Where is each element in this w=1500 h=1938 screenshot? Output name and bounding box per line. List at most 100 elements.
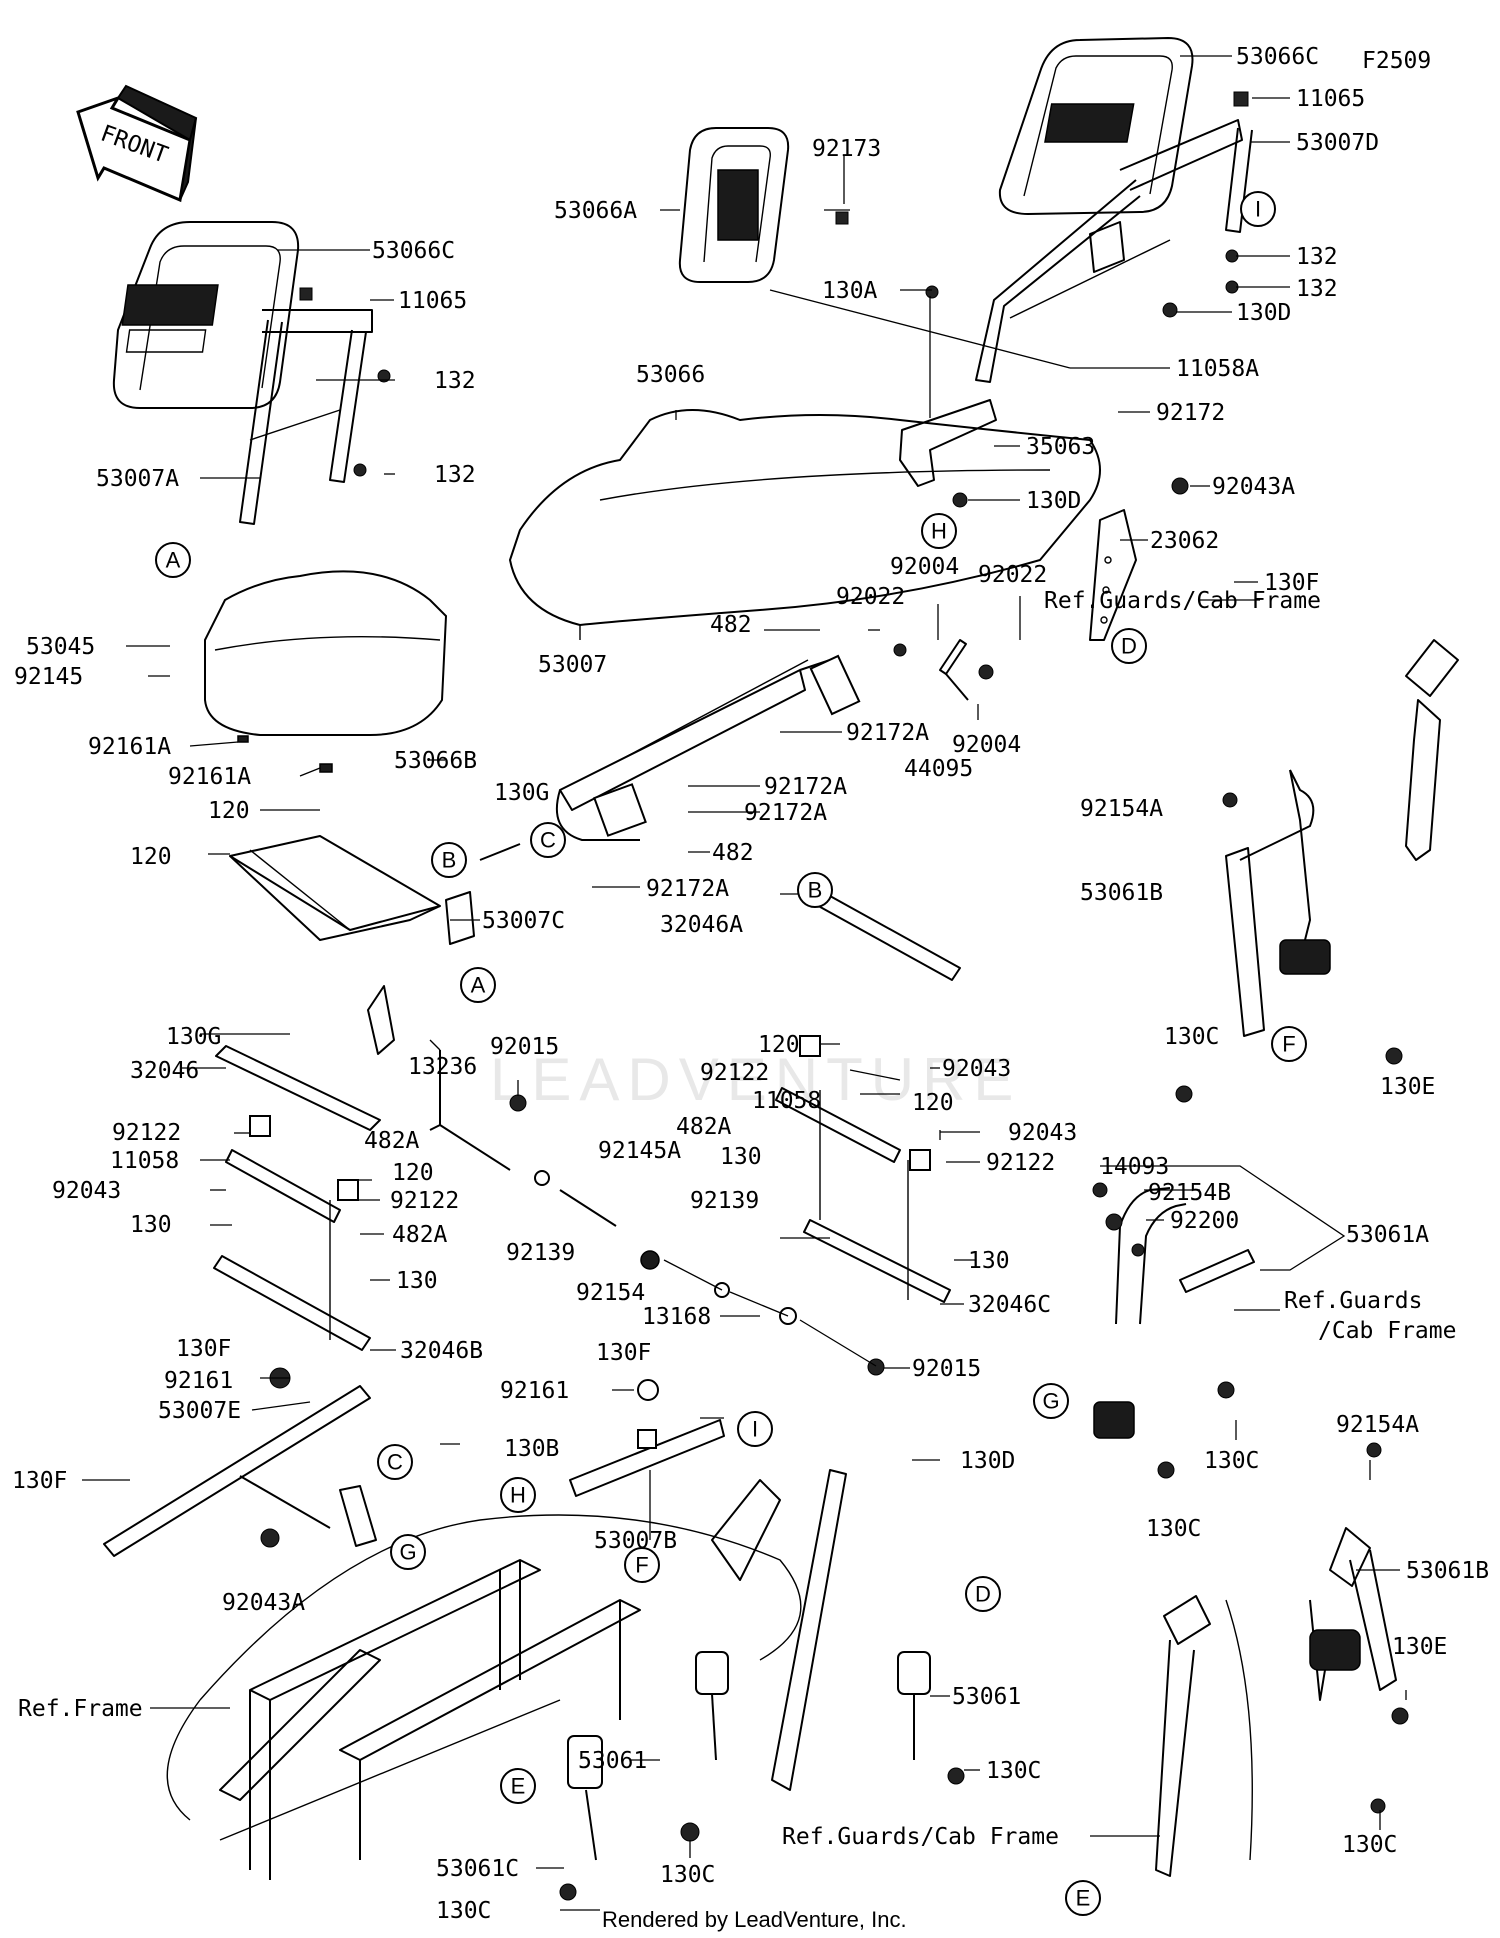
label-132-l2: 132 [434, 462, 476, 488]
label-130-c: 130 [720, 1144, 762, 1170]
svg-text:A: A [471, 973, 486, 998]
chassis-frame [166, 1469, 847, 1880]
svg-text:G: G [399, 1540, 416, 1565]
svg-text:A: A [166, 548, 181, 573]
label-11065-right: 11065 [1296, 86, 1365, 112]
label-53066B: 53066B [394, 748, 477, 774]
headrest-stay-left [239, 287, 391, 525]
rail-32046C [775, 1035, 951, 1303]
callout-circles: A A B B C C D D E E F F G G H H I I [155, 191, 1307, 1916]
label-130F-left: 130F [12, 1468, 67, 1494]
bracket-23062 [1089, 477, 1189, 641]
label-120-b: 120 [130, 844, 172, 870]
label-92172A-3: 92172A [744, 800, 827, 826]
ref-guards-cab-1: Ref.Guards/Cab Frame [1044, 588, 1321, 614]
label-13236: 13236 [408, 1054, 477, 1080]
label-13168: 13168 [642, 1304, 711, 1330]
callout-E2: E [1065, 1880, 1101, 1916]
label-32046: 32046 [130, 1058, 199, 1084]
buckle-53061-b [680, 1651, 729, 1842]
svg-text:H: H [510, 1483, 526, 1508]
headrest-left [112, 221, 300, 409]
label-92122-a: 92122 [700, 1060, 769, 1086]
label-130G-top: 130G [494, 780, 549, 806]
gas-strut [893, 639, 994, 701]
callout-D1: D [1111, 628, 1147, 664]
label-120-c: 120 [758, 1032, 800, 1058]
seatbelt-53061B-bottom [1155, 1442, 1409, 1877]
label-120-d: 120 [912, 1090, 954, 1116]
label-53007C: 53007C [482, 908, 565, 934]
label-32046A: 32046A [660, 912, 743, 938]
svg-text:E: E [1076, 1886, 1091, 1911]
headrest-middle [678, 127, 849, 283]
label-92145: 92145 [14, 664, 83, 690]
label-92172A-4: 92172A [646, 876, 729, 902]
label-130C-g2: 130C [1146, 1516, 1201, 1542]
label-92154: 92154 [576, 1280, 645, 1306]
footer-credit: Rendered by LeadVenture, Inc. [602, 1907, 907, 1932]
seatbelt-53061B-top [1175, 639, 1459, 1103]
callout-B1: B [431, 842, 467, 878]
label-23062: 23062 [1150, 528, 1219, 554]
part-labels: 53066C 11065 132 132 53007A 53066C 11065… [12, 44, 1489, 1924]
label-130A: 130A [822, 278, 878, 304]
seatbelt-53061A [1092, 1182, 1255, 1479]
label-130C-b: 130C [660, 1862, 715, 1888]
label-53061B-top: 53061B [1080, 880, 1163, 906]
label-130D-mid: 130D [960, 1448, 1015, 1474]
label-482A-l1: 482A [364, 1128, 420, 1154]
label-53061-b: 53061 [578, 1748, 647, 1774]
label-11058-l: 11058 [110, 1148, 179, 1174]
callout-G2: G [390, 1534, 426, 1570]
label-130C-m: 130C [986, 1758, 1041, 1784]
label-92161-r: 92161 [500, 1378, 569, 1404]
label-32046B: 32046B [400, 1338, 483, 1364]
svg-text:C: C [540, 828, 556, 853]
bracket-53007B [569, 1379, 725, 1497]
label-53045: 53045 [26, 634, 95, 660]
label-130-d: 130 [968, 1248, 1010, 1274]
label-14093: 14093 [1100, 1154, 1169, 1180]
label-92122-d: 92122 [390, 1188, 459, 1214]
label-482-bot: 482 [712, 840, 754, 866]
label-11065-left: 11065 [398, 288, 467, 314]
label-92043A-top: 92043A [1212, 474, 1295, 500]
label-53066A: 53066A [554, 198, 637, 224]
label-53007E: 53007E [158, 1398, 241, 1424]
label-92172A-2: 92172A [764, 774, 847, 800]
svg-text:I: I [1255, 197, 1261, 222]
label-130G-bot: 130G [166, 1024, 221, 1050]
svg-text:C: C [387, 1450, 403, 1475]
callout-C1: C [530, 822, 566, 858]
svg-text:H: H [931, 519, 947, 544]
label-130-b: 130 [396, 1268, 438, 1294]
bracket-35063 [899, 285, 997, 508]
label-32046C: 32046C [968, 1292, 1051, 1318]
seat-frame [555, 654, 861, 841]
label-53066C-left: 53066C [372, 238, 455, 264]
callout-H2: H [500, 1477, 536, 1513]
label-92122-c: 92122 [112, 1120, 181, 1146]
label-92154A-bot: 92154A [1336, 1412, 1419, 1438]
svg-text:F: F [1282, 1032, 1295, 1057]
leader-lines [82, 55, 1407, 1911]
label-130C-g1: 130C [1204, 1448, 1259, 1474]
callout-A1: A [155, 542, 191, 578]
callout-A2: A [460, 967, 496, 1003]
label-132-r1: 132 [1296, 244, 1338, 270]
rail-32046B [213, 1115, 371, 1351]
label-53061C: 53061C [436, 1856, 519, 1882]
ref-frame: Ref.Frame [18, 1696, 143, 1722]
label-130F-top: 130F [1264, 570, 1319, 596]
label-92004-bot: 92004 [952, 732, 1021, 758]
label-53007D: 53007D [1296, 130, 1379, 156]
label-53061B-bot: 53061B [1406, 1558, 1489, 1584]
label-130C-c: 130C [436, 1898, 491, 1924]
ref-guards-cab-2b: /Cab Frame [1318, 1318, 1456, 1344]
svg-text:D: D [1121, 634, 1137, 659]
label-130C-top: 130C [1164, 1024, 1219, 1050]
label-130D-a: 130D [1236, 300, 1291, 326]
label-92122-b: 92122 [986, 1150, 1055, 1176]
